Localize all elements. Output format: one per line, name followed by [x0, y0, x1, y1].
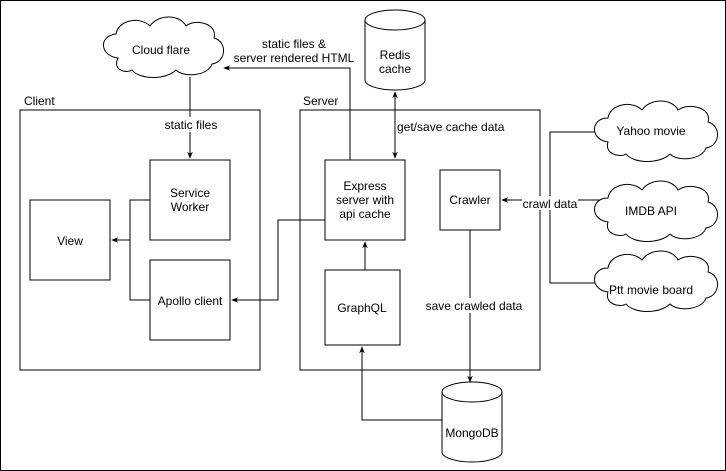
- service-worker-node: Service Worker: [149, 159, 231, 241]
- imdb-api-cloud: IMDB API: [594, 180, 718, 242]
- express-label-line2: server with: [336, 193, 394, 207]
- mongodb-db: MongoDB: [441, 381, 503, 463]
- cloudflare-cloud: Cloud flare: [103, 16, 224, 78]
- service-worker-label-line2: Worker: [171, 200, 209, 214]
- crawler-node: Crawler: [439, 169, 501, 231]
- edge-express-to-cloudflare: [223, 65, 351, 160]
- server-group-label: Server: [303, 94, 338, 108]
- express-server-node: Express server with api cache: [324, 159, 406, 241]
- edge-express-to-apollo: [231, 219, 325, 303]
- label-crawl-data: crawl data: [523, 197, 578, 211]
- redis-label-line1: Redis: [380, 48, 411, 62]
- redis-cache-db: Redis cache: [364, 9, 426, 91]
- label-crawl-data-bg: [522, 196, 578, 210]
- graphql-node: GraphQL: [324, 269, 401, 346]
- yahoo-movie-cloud: Yahoo movie: [594, 100, 718, 162]
- label-save-crawled: save crawled data: [426, 299, 523, 313]
- label-cache-data-bg: [396, 119, 506, 134]
- cloudflare-label: Cloud flare: [132, 43, 190, 57]
- label-static-files: static files: [165, 118, 218, 132]
- view-label: View: [57, 234, 83, 248]
- edge-service-worker-to-view: [111, 199, 150, 243]
- label-cache-data: get/save cache data: [397, 120, 505, 134]
- label-save-crawled-bg: [424, 298, 524, 313]
- ptt-movie-board-cloud: Ptt movie board: [594, 250, 718, 312]
- mongodb-label: MongoDB: [445, 426, 498, 440]
- ptt-movie-board-label: Ptt movie board: [609, 283, 693, 297]
- label-static-html-line1: static files &: [262, 37, 326, 51]
- view-node: View: [29, 199, 111, 281]
- label-static-files-bg: [162, 117, 220, 132]
- label-static-html-line2: server rendered HTML: [234, 51, 355, 65]
- graphql-label: GraphQL: [337, 301, 387, 315]
- imdb-api-label: IMDB API: [625, 204, 677, 218]
- edge-mongodb-to-graphql: [359, 346, 442, 421]
- edge-apollo-to-view: [129, 240, 150, 301]
- apollo-client-label: Apollo client: [158, 294, 223, 308]
- express-label-line3: api cache: [339, 207, 391, 221]
- yahoo-movie-label: Yahoo movie: [616, 124, 685, 138]
- redis-label-line2: cache: [379, 62, 411, 76]
- crawler-label: Crawler: [449, 193, 490, 207]
- service-worker-label-line1: Service: [170, 186, 210, 200]
- express-label-line1: Express: [343, 179, 386, 193]
- client-group-label: Client: [24, 94, 55, 108]
- apollo-client-node: Apollo client: [149, 259, 231, 341]
